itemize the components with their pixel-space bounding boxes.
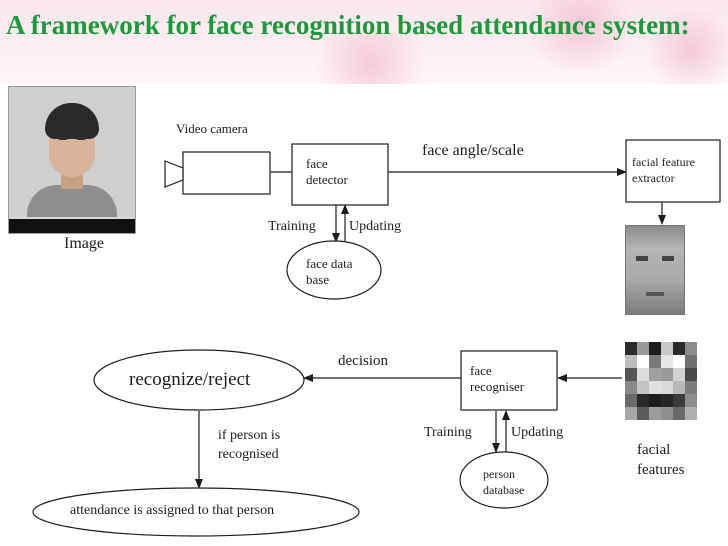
face-recogniser-label: face recogniser bbox=[470, 363, 524, 395]
slide-title: A framework for face recognition based a… bbox=[6, 10, 690, 40]
face-recogniser-box bbox=[460, 350, 558, 411]
training-label-1: Training bbox=[268, 219, 316, 234]
training-label-2: Training bbox=[424, 425, 472, 440]
face-database-label: face data base bbox=[306, 256, 353, 288]
face-database-line-1: face data bbox=[306, 256, 353, 271]
if-recognised-line-1: if person is bbox=[218, 428, 281, 443]
face-recogniser-line-1: face bbox=[470, 363, 492, 378]
if-recognised-label: if person is recognised bbox=[218, 426, 280, 464]
video-camera-icon bbox=[164, 151, 292, 195]
image-label: Image bbox=[64, 235, 104, 252]
person-database-line-1: person bbox=[483, 467, 515, 481]
blossom-decoration bbox=[640, 10, 728, 90]
face-angle-label: face angle/scale bbox=[422, 142, 524, 159]
updating-label-1: Updating bbox=[349, 219, 402, 234]
recognize-reject-ellipse bbox=[93, 349, 305, 411]
feature-extractor-line-1: facial feature bbox=[632, 155, 695, 169]
face-database-ellipse bbox=[286, 240, 382, 300]
cropped-face-image bbox=[625, 225, 685, 315]
face-detector-line-2: detector bbox=[306, 172, 348, 187]
facial-features-line-2: features bbox=[637, 462, 685, 478]
attendance-ellipse bbox=[32, 487, 360, 537]
updating-label-2: Updating bbox=[511, 425, 564, 440]
recognize-reject-label: recognize/reject bbox=[129, 369, 251, 390]
face-recogniser-line-2: recogniser bbox=[470, 379, 525, 394]
face-detector-label: face detector bbox=[306, 156, 348, 188]
facial-features-pixel-image bbox=[625, 342, 697, 420]
attendance-label: attendance is assigned to that person bbox=[70, 503, 275, 518]
video-camera-label: Video camera bbox=[176, 121, 248, 136]
title-band: A framework for face recognition based a… bbox=[0, 0, 728, 100]
feature-extractor-line-2: extractor bbox=[632, 171, 675, 185]
feature-extractor-label: facial feature extractor bbox=[632, 154, 695, 186]
decision-label: decision bbox=[338, 353, 388, 369]
face-detector-line-1: face bbox=[306, 156, 328, 171]
person-database-line-2: database bbox=[483, 483, 525, 497]
blossom-decoration bbox=[520, 0, 640, 70]
facial-features-label: facial features bbox=[637, 440, 684, 480]
face-database-line-2: base bbox=[306, 272, 330, 287]
if-recognised-line-2: recognised bbox=[218, 447, 279, 462]
face-detector-box bbox=[291, 143, 389, 206]
portrait-image bbox=[8, 86, 136, 234]
person-database-label: person database bbox=[483, 466, 524, 498]
person-database-ellipse bbox=[459, 451, 549, 509]
facial-features-line-1: facial bbox=[637, 442, 671, 458]
